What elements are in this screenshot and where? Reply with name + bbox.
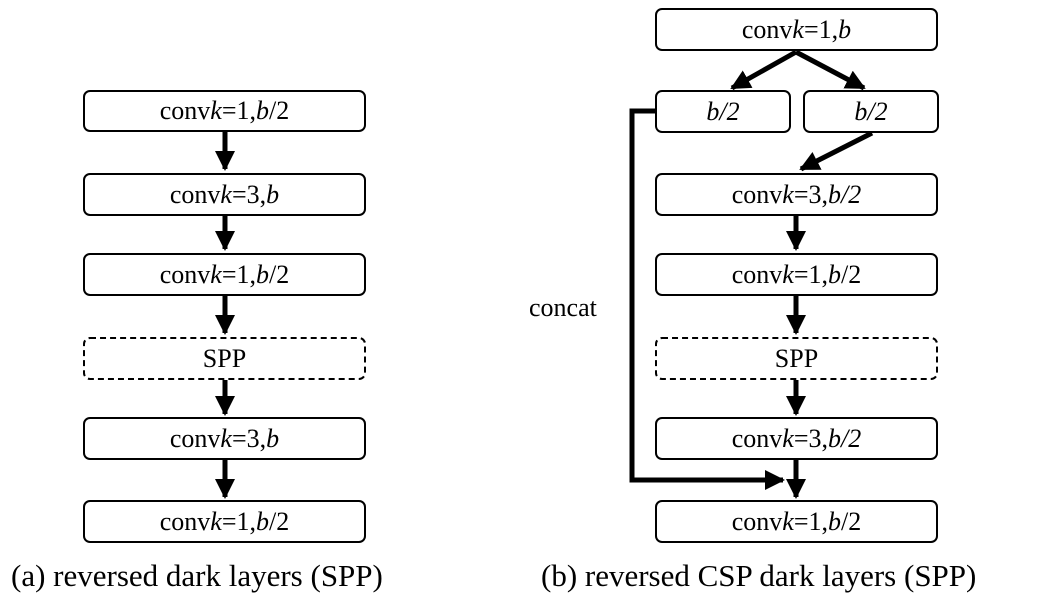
a-block-3: conv k=1, b/2 xyxy=(83,253,366,296)
b-split-left: b/2 xyxy=(655,90,791,133)
concat-label: concat xyxy=(529,293,597,322)
a-block-6: conv k=1, b/2 xyxy=(83,500,366,543)
arrow-b-right-to-conv xyxy=(799,130,874,172)
b-block-4: conv k=3, b/2 xyxy=(655,417,938,460)
caption-b: (b) reversed CSP dark layers (SPP) xyxy=(541,558,977,593)
b-top-block: conv k=1, b xyxy=(655,8,938,51)
a-block-2: conv k=3, b xyxy=(83,173,366,216)
arrow-b-split-right xyxy=(794,49,866,91)
a-block-5: conv k=3, b xyxy=(83,417,366,460)
b-block-2: conv k=1, b/2 xyxy=(655,253,938,296)
caption-a: (a) reversed dark layers (SPP) xyxy=(11,558,383,593)
a-block-1: conv k=1, b/2 xyxy=(83,90,366,132)
arrow-b-concat xyxy=(629,108,785,490)
a-block-spp: SPP xyxy=(83,337,366,380)
b-split-right: b/2 xyxy=(803,90,939,133)
b-block-spp: SPP xyxy=(655,337,938,380)
arrow-b-split-left xyxy=(730,49,798,91)
b-block-5: conv k=1, b/2 xyxy=(655,500,938,543)
b-block-1: conv k=3, b/2 xyxy=(655,173,938,216)
